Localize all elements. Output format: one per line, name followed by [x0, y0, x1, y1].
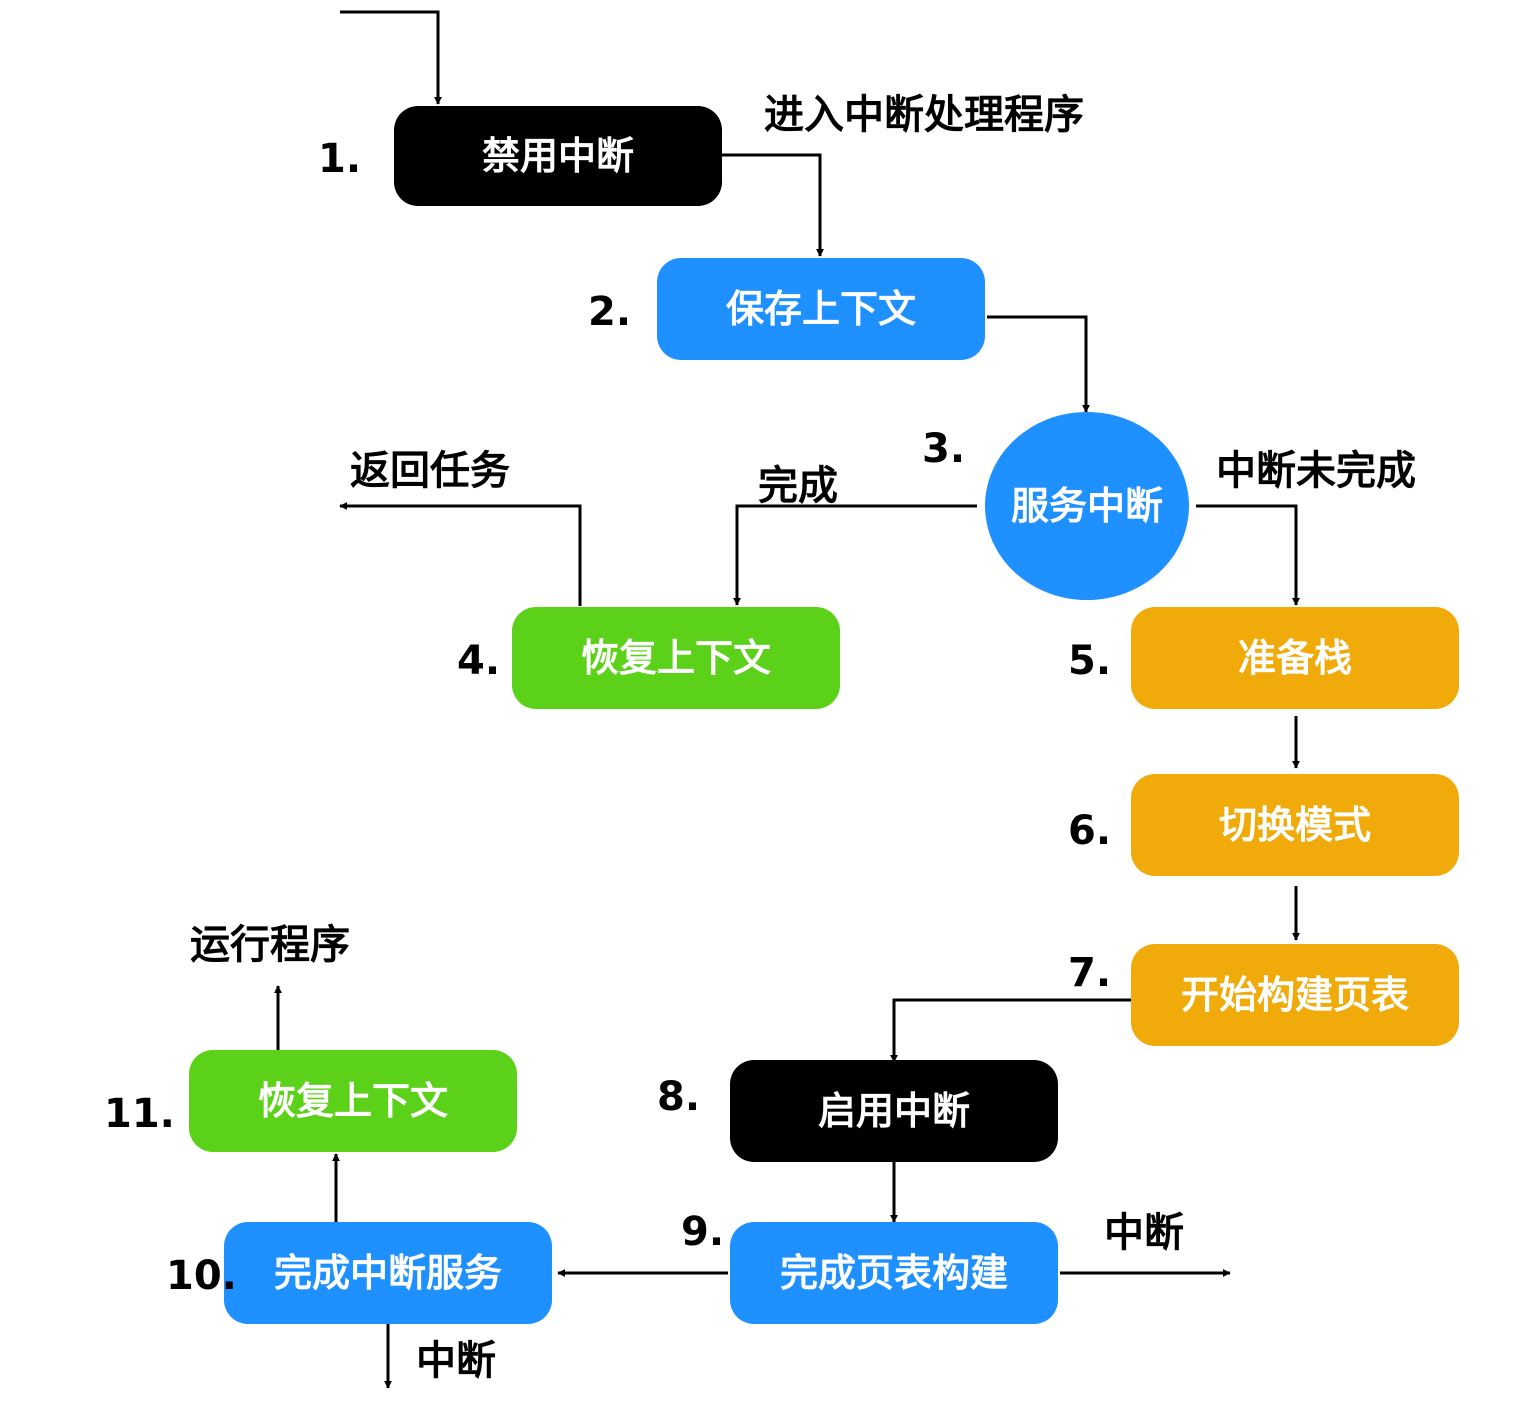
step-number: 5. [1068, 638, 1111, 684]
node-shape [985, 412, 1189, 600]
node-label: 切换模式 [1219, 803, 1371, 847]
edge-label-run-program: 运行程序 [190, 922, 350, 968]
edge-label-enter-handler: 进入中断处理程序 [764, 92, 1084, 138]
node-prepare-stack: 准备栈 [1131, 607, 1459, 709]
node-label: 启用中断 [818, 1089, 970, 1133]
edge-label-not-done: 中断未完成 [1216, 448, 1416, 494]
edge-3-to-4 [733, 504, 977, 606]
edge-1-to-2 [722, 153, 824, 257]
node-shape [224, 1222, 552, 1324]
step-number: 9. [681, 1209, 724, 1255]
node-enable-interrupt: 启用中断 [730, 1060, 1058, 1162]
node-shape [189, 1050, 517, 1152]
node-label: 准备栈 [1238, 636, 1352, 680]
edge-label-done: 完成 [758, 463, 838, 509]
step-number: 8. [657, 1074, 700, 1120]
node-shape [730, 1222, 1058, 1324]
node-service-interrupt: 服务中断 [985, 412, 1189, 600]
node-restore-context-a: 恢复上下文 [512, 607, 840, 709]
edges [274, 10, 1300, 1389]
node-label: 保存上下文 [726, 287, 916, 331]
node-shape [730, 1060, 1058, 1162]
edge-labels: 进入中断处理程序 返回任务 完成 中断未完成 运行程序 中断 中断 [190, 92, 1416, 1384]
node-restore-context-b: 恢复上下文 [189, 1050, 517, 1152]
node-label: 恢复上下文 [258, 1079, 448, 1123]
edge-7-to-8 [890, 998, 1134, 1063]
edge-3-to-5 [1196, 504, 1300, 606]
node-shape [657, 258, 985, 360]
step-number: 3. [922, 426, 965, 472]
step-number: 10. [166, 1253, 237, 1299]
edge-label-interrupt-right: 中断 [1104, 1210, 1184, 1256]
node-finish-page-table: 完成页表构建 [730, 1222, 1058, 1324]
step-number: 7. [1068, 950, 1111, 996]
node-shape [1131, 774, 1459, 876]
edge-label-return-task: 返回任务 [350, 448, 510, 494]
edge-label-interrupt-bottom: 中断 [416, 1338, 496, 1384]
node-finish-service: 完成中断服务 [224, 1222, 552, 1324]
step-number: 6. [1068, 808, 1111, 854]
step-number: 1. [318, 136, 361, 182]
step-number: 4. [457, 638, 500, 684]
edge-4-return-task [339, 502, 582, 606]
node-disable-interrupt: 禁用中断 [394, 106, 722, 206]
node-label: 完成中断服务 [274, 1251, 502, 1295]
node-shape [512, 607, 840, 709]
node-build-page-table: 开始构建页表 [1131, 944, 1459, 1046]
node-shape [1131, 607, 1459, 709]
node-shape [394, 106, 722, 206]
step-number: 11. [104, 1091, 175, 1137]
node-label: 服务中断 [1011, 484, 1163, 528]
step-number: 2. [588, 289, 631, 335]
node-label: 开始构建页表 [1181, 973, 1409, 1017]
edge-2-to-3 [987, 315, 1090, 413]
node-label: 恢复上下文 [581, 636, 771, 680]
node-shape [1131, 944, 1459, 1046]
node-label: 完成页表构建 [780, 1251, 1008, 1295]
node-label: 禁用中断 [482, 134, 634, 178]
node-save-context: 保存上下文 [657, 258, 985, 360]
edge-entry [340, 10, 442, 105]
node-switch-mode: 切换模式 [1131, 774, 1459, 876]
step-numbers: 1. 2. 3. 4. 5. 6. 7. 8. 9. 10. 11. [104, 136, 1111, 1299]
